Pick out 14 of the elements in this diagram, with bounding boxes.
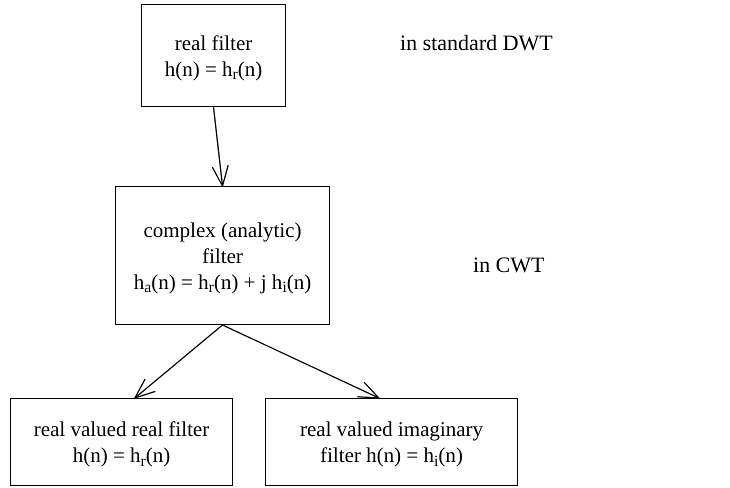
box-text: real valued real filter h(n) = h$_{r}$(n) — [32, 416, 210, 468]
arrow — [222, 324, 380, 399]
side-note: in standard DWT — [400, 29, 553, 57]
box-text: real filter — [174, 30, 252, 56]
process-box — [141, 4, 286, 107]
process-box — [265, 398, 518, 486]
box-text: h(n) = h$_{r}$(n) — [164, 56, 262, 82]
arrow — [212, 106, 229, 187]
process-box — [115, 186, 330, 325]
box-text: real valued imaginary filter h(n) = h$_{i}$(n) — [298, 416, 484, 468]
box-text: h$_{a}$(n) = h$_{r}$(n) + j h$_{i}$(n) — [134, 268, 312, 294]
side-note: in CWT — [473, 251, 544, 279]
arrow — [134, 324, 223, 399]
process-box — [10, 398, 233, 486]
